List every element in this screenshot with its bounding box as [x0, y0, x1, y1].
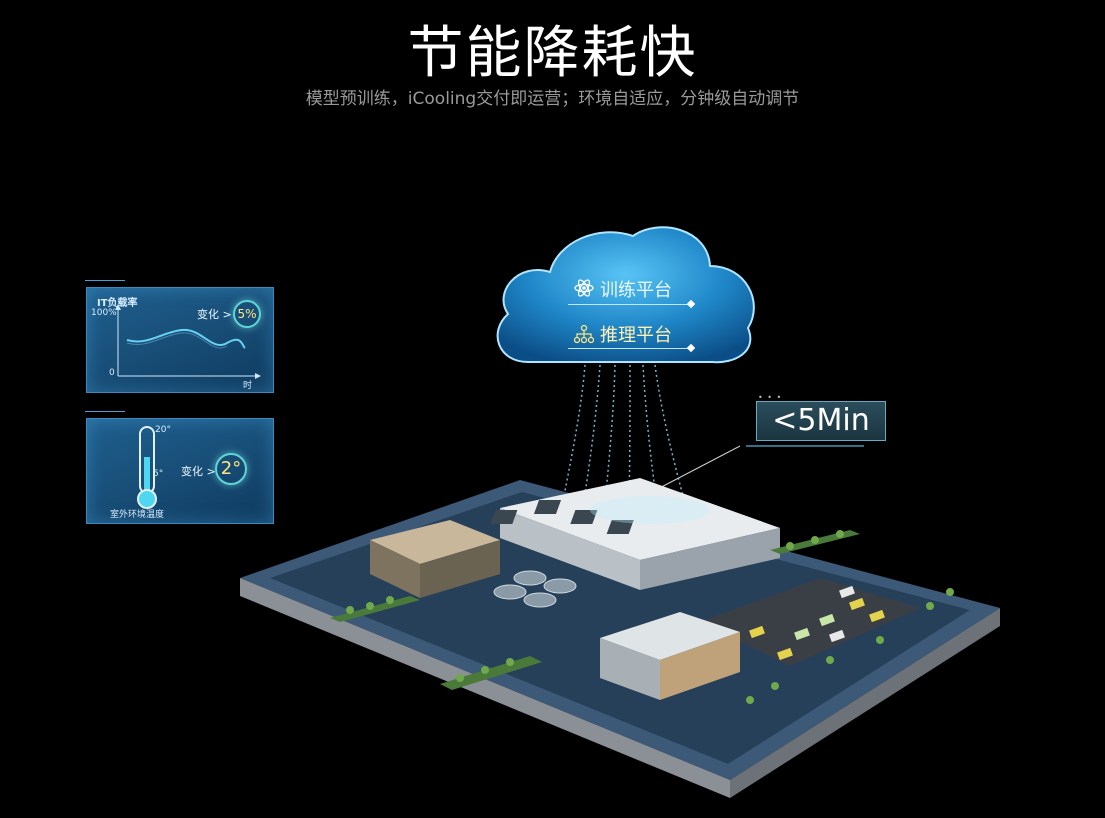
atom-icon — [574, 279, 594, 297]
outdoor-temp-panel: 20° 5° 变化 > 2° 室外环境温度 — [85, 411, 274, 524]
it-load-panel: IT负载率 100% 0 时 变化 > 5% — [85, 280, 274, 393]
it-load-change-value: 5% — [233, 300, 261, 328]
it-load-min-label: 0 — [109, 368, 115, 378]
time-badge-underline — [746, 445, 864, 447]
inference-underline — [568, 348, 690, 349]
cloud-shape — [496, 226, 755, 364]
it-load-change-label: 变化 > — [197, 308, 232, 321]
page-title: 节能降耗快 — [407, 21, 698, 86]
it-load-x-label: 时 — [243, 381, 253, 391]
temp-min-label: 5° — [153, 469, 164, 479]
outdoor-temp-caption: 室外环境温度 — [109, 510, 164, 520]
temp-max-label: 20° — [155, 425, 171, 435]
time-badge: <5Min — [756, 401, 886, 441]
badge-dots: • • • — [758, 393, 783, 402]
inference-platform-label: 推理平台 — [600, 325, 672, 346]
training-underline — [568, 304, 690, 305]
data-center-scene — [240, 478, 1000, 798]
hierarchy-icon — [574, 324, 594, 344]
panel-decoration-line — [85, 280, 125, 287]
it-load-label: IT负载率 — [97, 298, 138, 309]
page-subtitle: 模型预训练，iCooling交付即运营；环境自适应，分钟级自动调节 — [305, 89, 800, 109]
training-platform-label: 训练平台 — [600, 280, 672, 301]
it-load-curve — [115, 304, 261, 379]
cloud-platform: 训练平台 推理平台 — [488, 222, 762, 372]
thermometer-icon — [137, 426, 157, 509]
temp-change-value: 2° — [215, 453, 247, 485]
temp-change-label: 变化 > — [181, 465, 216, 478]
it-load-max-label: 100% — [91, 308, 117, 318]
panel-decoration-line — [85, 411, 125, 418]
